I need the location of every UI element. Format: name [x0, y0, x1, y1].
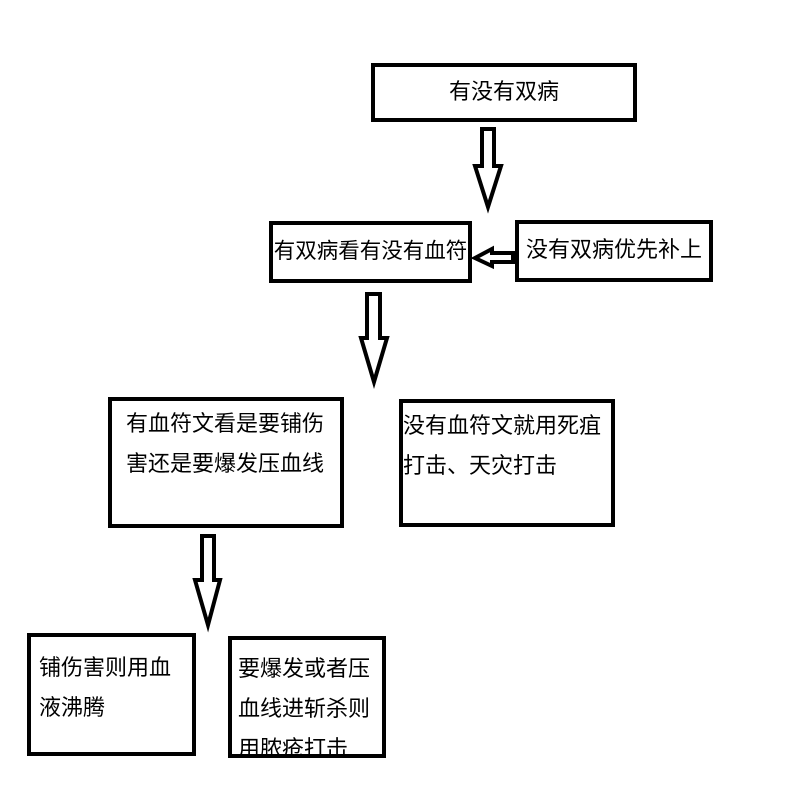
node-burst-execute-line-3: 用脓疮打击 — [238, 737, 349, 758]
arrow-down-3 — [192, 534, 223, 633]
node-burst-execute-line-1: 要爆发或者压 — [238, 657, 371, 682]
node-has-blood-rune-line-1: 有血符文看是要铺伤 — [126, 412, 325, 437]
arrow-down-1 — [472, 127, 504, 214]
node-apply-diseases-label: 没有双病优先补上 — [525, 238, 702, 263]
node-spread-damage-line-1: 铺伤害则用血 — [39, 656, 172, 681]
node-spread-damage-line-2: 液沸腾 — [39, 696, 106, 721]
node-burst-execute-line-2: 血线进斩杀则 — [238, 697, 371, 722]
node-check-blood-rune: 有双病看有没有血符 — [269, 221, 472, 283]
node-has-blood-rune-line-2: 害还是要爆发压血线 — [126, 452, 325, 477]
node-apply-diseases: 没有双病优先补上 — [515, 220, 713, 282]
node-no-blood-rune-line-2: 打击、天灾打击 — [403, 454, 558, 479]
arrow-left-1 — [470, 245, 515, 270]
node-no-blood-rune-line-1: 没有血符文就用死疽 — [403, 414, 602, 439]
node-has-double-disease: 有没有双病 — [371, 63, 637, 122]
node-has-double-disease-label: 有没有双病 — [448, 79, 559, 105]
node-spread-damage: 铺伤害则用血 液沸腾 — [27, 633, 196, 756]
node-has-blood-rune: 有血符文看是要铺伤 害还是要爆发压血线 — [108, 397, 344, 528]
node-no-blood-rune: 没有血符文就用死疽 打击、天灾打击 — [399, 399, 615, 527]
node-check-blood-rune-label: 有双病看有没有血符 — [273, 239, 468, 264]
arrow-down-2 — [358, 292, 390, 390]
node-burst-execute: 要爆发或者压 血线进斩杀则 用脓疮打击 — [228, 636, 386, 758]
